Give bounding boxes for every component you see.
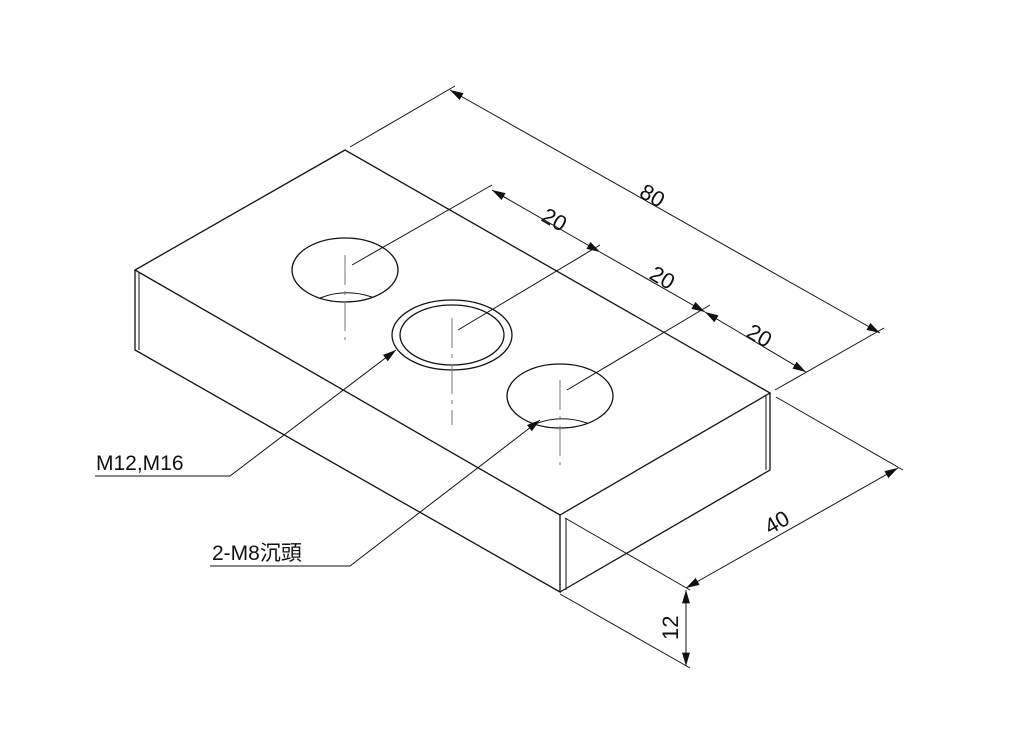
dim-width: 40 — [760, 505, 794, 539]
dim-hole-pitch-2: 20 — [646, 261, 680, 295]
hole-left — [291, 237, 399, 340]
length-dimension: 80 — [349, 85, 885, 391]
dim-length: 80 — [636, 179, 670, 213]
thickness-dimension: 12 — [559, 589, 691, 669]
side-face — [559, 393, 771, 593]
hole-right — [506, 363, 614, 465]
leader-side-holes: 2-M8沉頭 — [210, 419, 541, 567]
width-dimension: 40 — [564, 396, 904, 591]
leader-center-hole: M12,M16 — [95, 349, 397, 477]
dim-thickness: 12 — [658, 616, 683, 640]
dim-hole-pitch-1: 20 — [538, 203, 572, 237]
front-face — [134, 270, 561, 594]
callout-side-holes: 2-M8沉頭 — [212, 542, 302, 565]
hole-center — [391, 299, 513, 425]
dim-hole-pitch-3: 20 — [743, 319, 777, 353]
callout-center-hole: M12,M16 — [96, 452, 184, 475]
